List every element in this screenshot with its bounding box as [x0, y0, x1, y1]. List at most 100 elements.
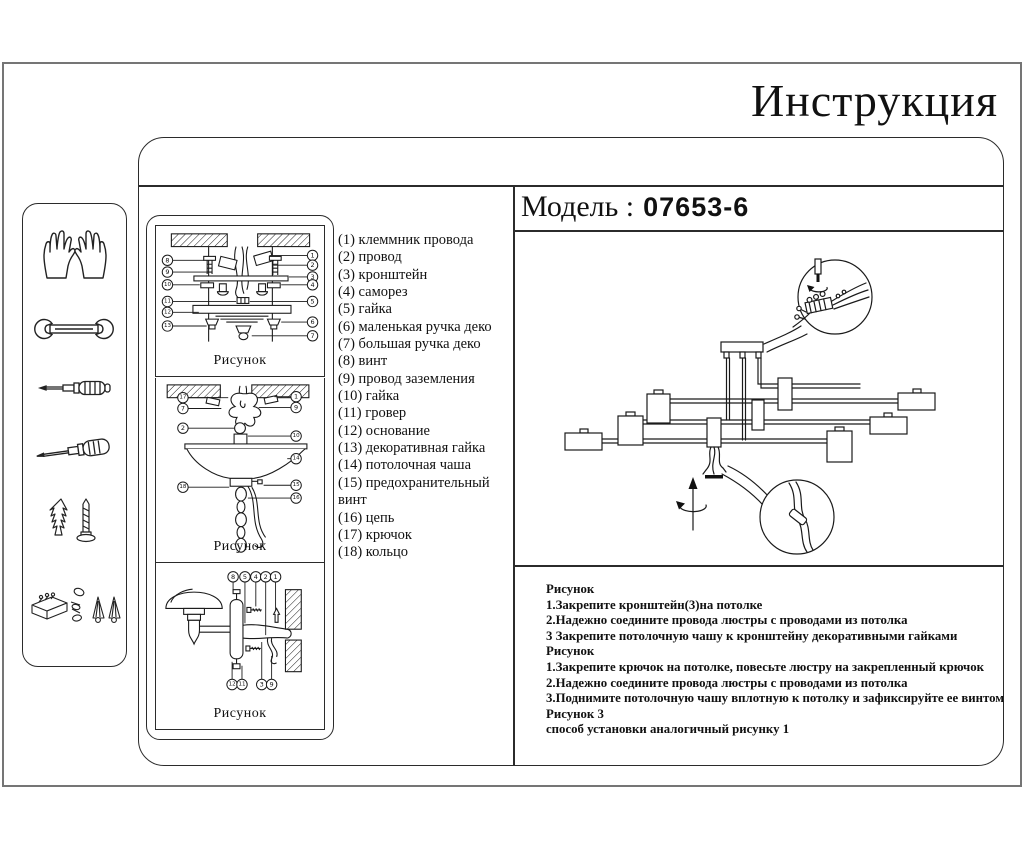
model-number: 07653-6: [643, 192, 750, 222]
parts-list-line: (2) провод: [338, 249, 402, 266]
wire-twist-circle: [759, 479, 835, 555]
callout-4: [306, 279, 319, 291]
svg-text:11: 11: [164, 298, 171, 304]
parts-list-line: (6) маленькая ручка деко: [338, 318, 492, 335]
parts-list-line: (11) гровер: [338, 405, 407, 422]
callout-7: [177, 402, 189, 415]
parts-list-line: (3) кронштейн: [338, 266, 428, 283]
model-underline: [514, 230, 1003, 232]
figures-panel: [146, 215, 334, 740]
model-header: Модель : 07653-6: [521, 190, 749, 224]
parts-list: (1) клеммник провода(2) провод(3) кроншт…: [338, 232, 492, 562]
svg-text:17: 17: [179, 395, 186, 401]
instruction-line: 1.Закрепите крючок на потолке, повесьте …: [546, 659, 984, 674]
svg-text:3: 3: [310, 273, 314, 281]
svg-text:1: 1: [310, 251, 314, 259]
wall-anchor-and-screw-icon: [49, 498, 96, 543]
callout-9: [161, 266, 174, 278]
tools-sidebar: [22, 203, 127, 667]
instruction-line: 3 Закрепите потолочную чашу к кронштейну…: [546, 628, 958, 643]
parts-list-line: (1) клеммник провода: [338, 232, 474, 248]
ceiling-plate: [720, 341, 764, 359]
svg-text:7: 7: [181, 405, 185, 413]
center-wires: [702, 446, 727, 479]
svg-text:5: 5: [243, 573, 247, 581]
svg-text:3: 3: [260, 681, 264, 689]
callout-13: [161, 320, 174, 332]
instruction-line: 3.Поднимите потолочную чашу вплотную к п…: [546, 691, 1004, 706]
svg-text:2: 2: [181, 424, 185, 432]
callout-2: [177, 422, 189, 434]
svg-text:5: 5: [310, 297, 314, 305]
lamp-heads: [564, 388, 936, 451]
svg-text:2: 2: [310, 261, 314, 269]
parts-list-line: (12) основание: [338, 422, 430, 439]
svg-text:7: 7: [310, 332, 314, 340]
callout-10: [290, 430, 302, 442]
page-title: Инструкция: [750, 75, 998, 126]
parts-list-line: (16) цепь: [338, 509, 395, 526]
phillips-screwdriver-icon: [36, 438, 110, 458]
parts-list-line: (17) крючок: [338, 526, 412, 543]
svg-text:13: 13: [164, 323, 171, 329]
parts-list-line: (7) большая ручка деко: [338, 336, 481, 353]
parts-list-line: (18) кольцо: [338, 544, 409, 561]
model-label: Модель :: [521, 190, 635, 223]
figure-3-art: [165, 588, 302, 673]
main-panel: [138, 137, 1004, 766]
instruction-line: 2.Надежно соедините провода люстры с про…: [546, 675, 908, 690]
screw-direction-arrow: [676, 477, 707, 531]
callout-18: [177, 481, 189, 493]
zoom-leader-bottom: [721, 465, 770, 506]
callout-8: [161, 254, 174, 266]
instruction-line: 1.Закрепите кронштейн(3)на потолке: [546, 597, 763, 612]
flat-screwdriver-icon: [37, 380, 111, 396]
callout-8: [227, 571, 239, 583]
figure-2-art: [166, 384, 310, 553]
wiring-detail-circle: [792, 258, 873, 335]
page-border: [2, 62, 1022, 787]
svg-text:10: 10: [164, 282, 171, 288]
svg-text:2: 2: [264, 573, 268, 581]
callout-6: [306, 316, 319, 328]
figure-1-art: [170, 233, 311, 342]
svg-text:4: 4: [310, 281, 314, 289]
svg-text:8: 8: [165, 256, 169, 264]
instruction-line: Рисунок: [546, 644, 595, 659]
parts-list-line: (15) предохранительный: [338, 474, 490, 491]
parts-list-line: (4) саморез: [338, 284, 408, 301]
svg-text:12: 12: [229, 682, 236, 688]
callout-9: [265, 678, 278, 691]
callout-16: [290, 492, 302, 504]
instruction-line: Рисунок: [546, 582, 595, 596]
callout-12: [161, 306, 174, 318]
callout-9: [290, 401, 302, 414]
svg-text:9: 9: [294, 404, 298, 412]
svg-text:14: 14: [293, 456, 300, 462]
instruction-line: способ установки аналогичный рисунку 1: [546, 722, 790, 737]
hanger-rods: [725, 357, 779, 441]
parts-list-line: винт: [338, 492, 367, 509]
callout-7: [306, 330, 319, 342]
parts-list-line: (9) провод заземления: [338, 370, 475, 387]
svg-text:1: 1: [294, 393, 298, 401]
figure-3-caption: Рисунок: [213, 706, 267, 721]
parts-list-line: (10) гайка: [338, 388, 400, 405]
diagram-divider: [514, 565, 1003, 567]
svg-text:9: 9: [165, 268, 169, 276]
parts-list-line: (14) потолочная чаша: [338, 457, 472, 474]
callout-1: [269, 571, 282, 583]
parts-list-line: (5) гайка: [338, 301, 392, 318]
wrench-icon: [34, 318, 114, 340]
callout-15: [290, 479, 302, 491]
instruction-line: 2.Надежно соедините провода люстры с про…: [546, 613, 908, 628]
svg-text:9: 9: [270, 681, 274, 689]
